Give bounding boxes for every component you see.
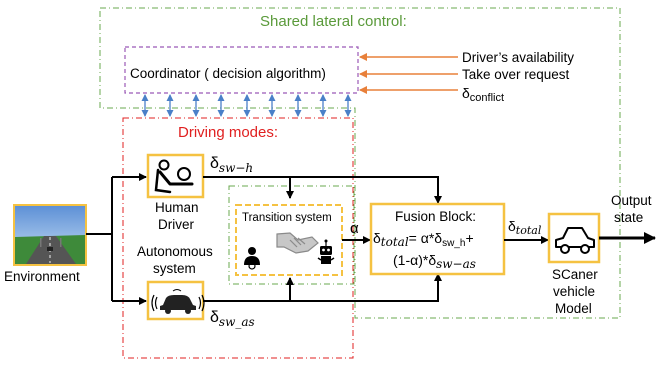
output-label-1: Output (611, 193, 652, 208)
coordinator-label: Coordinator ( decision algorithm) (130, 66, 326, 81)
fusion-block-title: Fusion Block: (395, 209, 476, 224)
fusion-block-line1: δtotal= α*δsw_h+ (373, 230, 474, 249)
conflict-label: δconflict (462, 85, 504, 104)
takeover-label: Take over request (462, 67, 570, 82)
shared-control-border (99, 7, 621, 319)
shared-control-title: Shared lateral control: (260, 13, 407, 30)
robot-icon (317, 239, 335, 264)
vehicle-label-3: Model (555, 301, 592, 316)
vehicle-label-2: vehicle (553, 284, 595, 299)
fusion-block-box (369, 202, 506, 276)
environment-label: Environment (4, 269, 80, 284)
coordinator-link-arrows (141, 94, 352, 117)
human-driver-signal: δsw−h (210, 155, 253, 175)
human-driver-label-1: Human (155, 200, 199, 215)
driving-modes-title: Driving modes: (178, 124, 278, 141)
fusion-block-line2: (1-α)*δsw−as (393, 252, 476, 271)
handshake-icon (276, 232, 319, 254)
fusion-output-label: δtotal (508, 218, 542, 237)
vehicle-box (547, 212, 601, 264)
autonomous-system-box (146, 280, 205, 321)
person-icon (244, 247, 260, 270)
vehicle-label-1: SCaner (552, 267, 598, 282)
human-driver-label-2: Driver (158, 217, 195, 232)
autonomous-signal: δsw_as (210, 309, 255, 329)
transition-system-label: Transition system (242, 212, 332, 224)
autonomous-label-1: Autonomous (137, 244, 213, 259)
alpha-label: α (350, 220, 359, 237)
autonomous-label-2: system (153, 261, 196, 276)
coordinator-box (124, 46, 359, 94)
human-to-fusion-line (203, 176, 442, 204)
environment-image (13, 204, 87, 266)
output-label-2: state (614, 210, 643, 225)
driving-modes-border (122, 117, 354, 359)
human-driver-box (146, 153, 205, 199)
availability-label: Driver’s availability (462, 50, 574, 65)
auto-to-fusion-line (203, 273, 442, 302)
transition-region-border (228, 185, 355, 285)
